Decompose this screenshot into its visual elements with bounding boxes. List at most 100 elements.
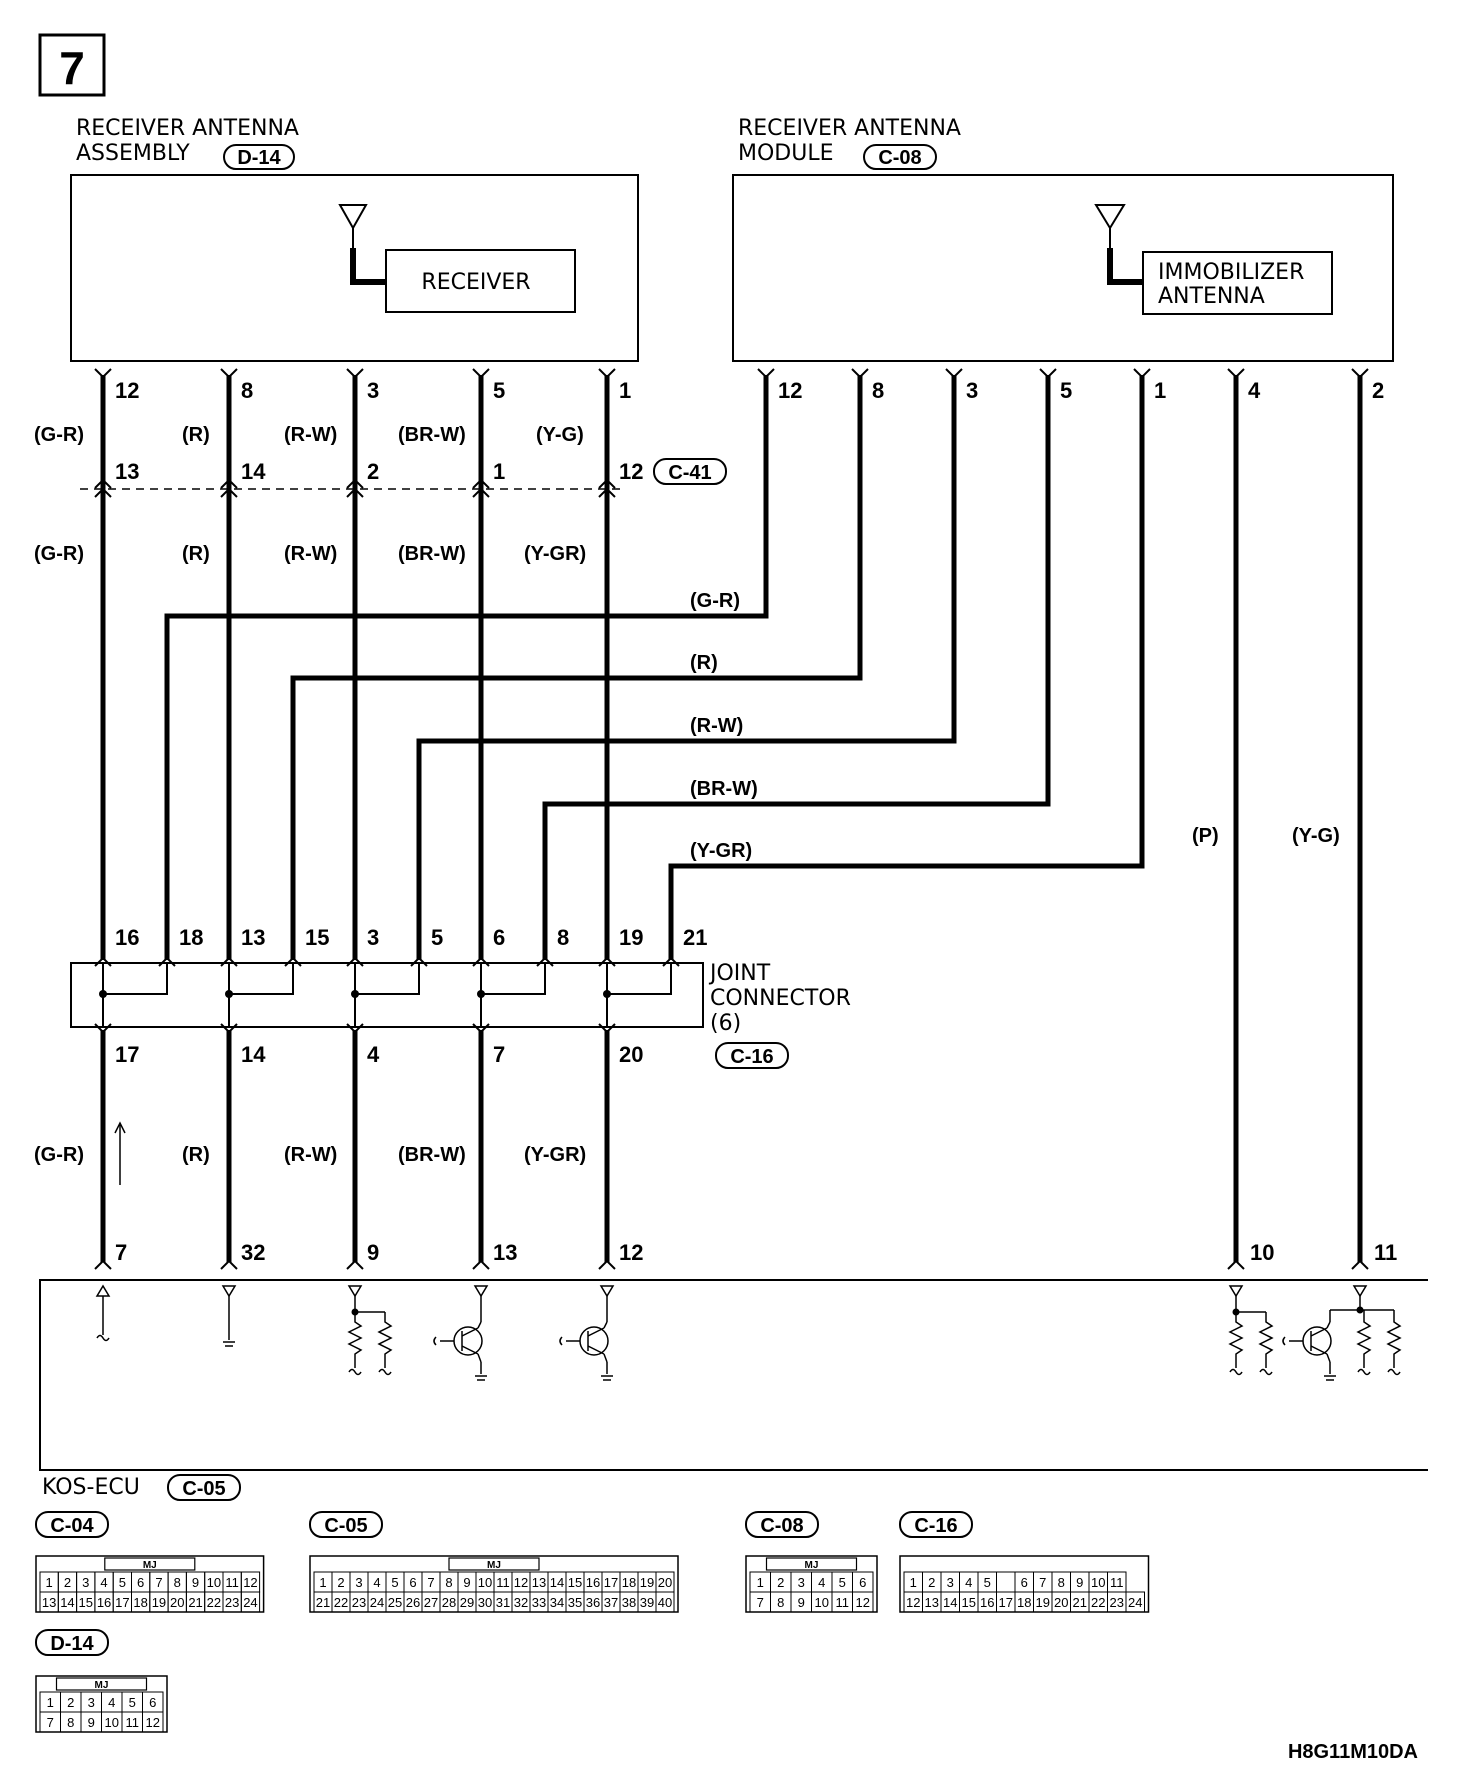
receiver-module-box: [732, 174, 1394, 362]
pin-number: 14: [241, 1042, 266, 1067]
antenna-icon: [1094, 204, 1142, 285]
joint-dots: [99, 990, 611, 998]
connector-view-pin: 9: [1076, 1575, 1083, 1590]
connector-view-pin: 33: [532, 1595, 546, 1610]
connector-view-pin: 20: [1054, 1595, 1068, 1610]
connector-view-pin: 21: [188, 1595, 202, 1610]
wire-color: (BR-W): [690, 778, 758, 800]
wire-group-module: [164, 375, 1363, 1262]
pin-number: 9: [367, 1240, 379, 1265]
connector-view-pin: 4: [965, 1575, 972, 1590]
connector-view-mj: MJ: [487, 1560, 501, 1571]
pin-number: 1: [619, 378, 631, 403]
connector-view-pin: 18: [622, 1575, 636, 1590]
connector-view-pin: 7: [1039, 1575, 1046, 1590]
connector-view-pin: 30: [478, 1595, 492, 1610]
connector-view-pin: 11: [225, 1575, 239, 1590]
connector-view-pin: 7: [757, 1595, 764, 1610]
connector-view-pin: 15: [79, 1595, 93, 1610]
receiver-module-connector: C-08: [878, 147, 921, 169]
pin-number: 12: [778, 378, 802, 403]
wire-color: (Y-GR): [690, 840, 752, 862]
connector-view-pin: 5: [984, 1575, 991, 1590]
connector-view-pin: 2: [337, 1575, 344, 1590]
wire-color: (Y-GR): [524, 543, 586, 565]
receiver-assembly-title-1: RECEIVER ANTENNA: [76, 116, 299, 141]
pin-number: 5: [493, 378, 505, 403]
connector-view-pin: 9: [798, 1595, 805, 1610]
connector-view-pin: 10: [478, 1575, 492, 1590]
connector-view-pin: 36: [586, 1595, 600, 1610]
connector-view-label: C-05: [324, 1515, 367, 1537]
connector-view-cell: [852, 1591, 874, 1613]
connector-view-pin: 5: [839, 1575, 846, 1590]
pin-number: 11: [1374, 1240, 1397, 1265]
pin-number: 12: [619, 1240, 643, 1265]
connector-view-pin: 8: [1058, 1575, 1065, 1590]
connector-view-pin: 3: [88, 1695, 95, 1710]
wire-color: (G-R): [34, 1144, 84, 1166]
connector-badge-frame: [863, 144, 937, 170]
connector-view-badge: [745, 1511, 819, 1538]
connector-view-badge: [35, 1511, 109, 1538]
page-number-box: [38, 33, 106, 97]
ecu-pin-ticks: [94, 1259, 1369, 1270]
connector-view-mj: MJ: [143, 1560, 157, 1571]
wire-color: (BR-W): [398, 424, 466, 446]
connector-view-pin: 10: [105, 1715, 119, 1730]
receiver-assembly-title-2: ASSEMBLY: [76, 141, 190, 166]
connector-view-pin: 35: [568, 1595, 582, 1610]
wire-color: (Y-G): [1292, 825, 1340, 847]
immobilizer-label-2: ANTENNA: [1158, 284, 1265, 309]
connector-view-pin: 22: [334, 1595, 348, 1610]
connector-view-mj: MJ: [95, 1680, 109, 1691]
joint-connector-title-3: (6): [710, 1011, 741, 1036]
connector-view-pin: 9: [192, 1575, 199, 1590]
joint-connector-connector: C-16: [730, 1046, 773, 1068]
wire-color: (G-R): [34, 424, 84, 446]
pin-number: 2: [1372, 378, 1384, 403]
connector-view-pin: 19: [152, 1595, 166, 1610]
connector-view-pin: 4: [108, 1695, 115, 1710]
connector-view-pin: 14: [60, 1595, 74, 1610]
pin-number: 5: [1060, 378, 1072, 403]
connector-view-pin: 34: [550, 1595, 564, 1610]
c41-connector: C-41: [668, 462, 711, 484]
connector-view-pin: 27: [424, 1595, 438, 1610]
wire-color: (R-W): [690, 715, 743, 737]
connector-view-label: C-08: [760, 1515, 803, 1537]
connector-view-pin: 3: [947, 1575, 954, 1590]
pin-number: 3: [367, 378, 379, 403]
wire-color: (BR-W): [398, 1144, 466, 1166]
connector-view-pin: 15: [568, 1575, 582, 1590]
pin-number: 19: [619, 925, 643, 950]
antenna-icon: [338, 204, 385, 285]
pin-number: 6: [493, 925, 505, 950]
pin-number: 12: [619, 459, 643, 484]
connector-badge-frame: [167, 1474, 241, 1501]
connector-view-pin: 21: [316, 1595, 330, 1610]
connector-view-badge: [309, 1511, 383, 1538]
connector-view-pin: 24: [243, 1595, 257, 1610]
pin-number: 13: [115, 459, 139, 484]
connector-view-pin: 11: [126, 1715, 140, 1730]
connector-view-pin: 4: [373, 1575, 380, 1590]
joint-connector-internal: [102, 963, 672, 1027]
connector-view-pin: 23: [352, 1595, 366, 1610]
connector-view-pin: 24: [370, 1595, 384, 1610]
connector-view-pin: 9: [463, 1575, 470, 1590]
connector-view-pin: 8: [777, 1595, 784, 1610]
connector-view-pin: 18: [133, 1595, 147, 1610]
pin-number: 8: [557, 925, 569, 950]
connector-view-pin: 7: [427, 1575, 434, 1590]
connector-view-pin: 8: [174, 1575, 181, 1590]
connector-view-pin: 17: [999, 1595, 1013, 1610]
connector-view-pin: 2: [67, 1695, 74, 1710]
joint-connector-ticks: [94, 956, 680, 1034]
connector-view-pin: 8: [67, 1715, 74, 1730]
connector-view-pin: 13: [42, 1595, 56, 1610]
connector-view-pin: 4: [818, 1575, 825, 1590]
connector-view-pin: 1: [319, 1575, 326, 1590]
connector-view-pin: 39: [640, 1595, 654, 1610]
